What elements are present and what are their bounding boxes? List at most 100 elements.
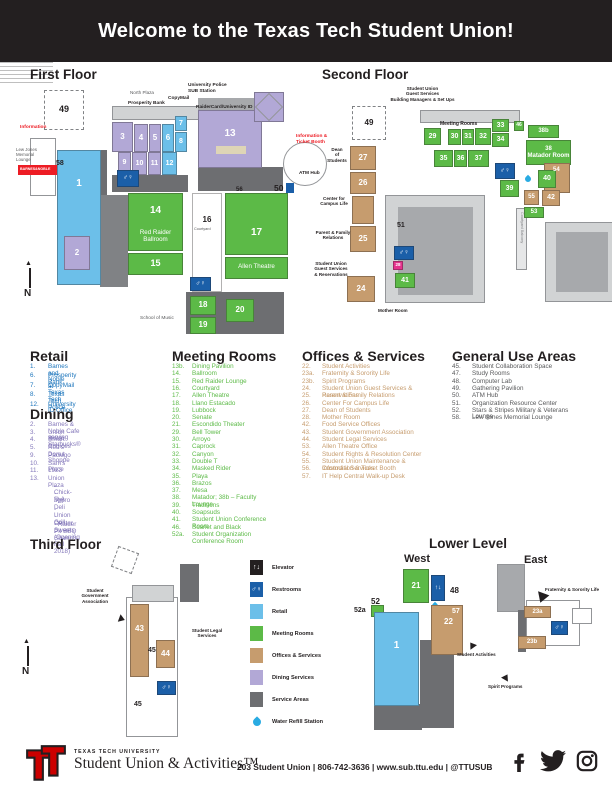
label-barnes-noble: BARNES&NOBLE [20,167,51,171]
list-item-number: 36. [172,479,181,487]
list-item: 32.Canyon [172,451,214,459]
list-item-number: 9. [30,451,36,459]
label-54: 54 [553,167,560,173]
list-item-number: 55. [302,457,311,465]
room-39-traditions: 39 [500,180,519,197]
list-item-number: 39. [172,501,181,509]
label-courtyard: Courtyard [194,227,211,231]
room-13-union-plaza: 13 [198,110,262,168]
list-item-number: 53. [302,443,311,451]
list-item-number: 31. [172,443,181,451]
legend-item-elevator: ↑↓Elevator [250,560,294,575]
room-41-conference: 41 [395,273,415,288]
list-item-name: Student Government Association [322,428,414,436]
label-information: Information [20,125,47,130]
list-item-name: Ballroom [192,370,217,378]
room-union-plaza-annex [254,92,284,122]
water-drop-icon [250,714,263,729]
north-arrow-line [29,268,31,288]
room-15-red-raider-lounge: 15 [128,253,183,275]
label-school-of-music: School of Music [140,316,174,321]
list-item-name: Prosperity Bank [48,372,77,386]
room-34-masked-rider: 34 [492,133,509,147]
list-item-number [30,499,54,506]
list-item-number: 49. [452,384,461,392]
list-item: 41.Student Union Conference Room [172,516,276,530]
list-item-number: 23a. [302,370,315,378]
legend-label: Elevator [272,564,295,571]
list-item: 46.Scarlet and Black [172,523,241,532]
shape [374,704,422,730]
list-item-number: 3. [30,428,36,436]
elevator-restrooms-lower-west: ↑↓ [431,575,445,601]
room-44-student-legal: 44 [156,640,175,668]
label-raidercard: RaiderCard/University ID [196,105,253,110]
list-item-number: 37. [172,487,181,495]
room-32-canyon: 32 [475,128,491,145]
list-item: 10.Sam's Place [30,459,74,474]
list-item-name: Union Plaza [48,474,65,489]
list-item-number: 51. [452,399,461,407]
floor-heading-lower: Lower Level [428,536,508,551]
room-17-allen-theatre: 17 [225,193,288,255]
room-7-copymail: 7 [175,116,187,131]
list-item-name: Student Union Maintenance & Custodial Se… [322,457,406,472]
list-item-name: Student Collaboration Space [472,363,553,370]
page-header: Welcome to the Texas Tech Student Union! [0,0,612,62]
list-item-name: Center For Campus Life [322,399,390,407]
list-item-number: 30. [172,436,181,443]
list-item-name: Brazos [192,479,212,487]
room-38-matador: 38 Matador Room [526,140,571,165]
barnes-noble-sign [18,165,58,175]
list-item-number: 4. [30,436,36,444]
list-item: 6. Prosperity Bank [30,373,76,386]
list-item-number: 6. [30,372,36,380]
list-item-number: 42. [302,421,311,429]
room-4: 4 [134,124,148,152]
list-item-name: Dean of Students [322,406,371,414]
list-item-number: 46. [172,523,181,531]
list-item: 12.University ID Office [30,401,76,415]
label-52: 52 [371,597,380,606]
list-item: 50.ATM Hub [452,393,498,400]
list-item-name: Red's Donut Shoppe [48,444,70,465]
room-38b-faculty-lounge: 38b [528,125,559,138]
room-11: 11 [148,152,161,175]
restroom-icon: ♂♀ [250,582,263,597]
room-49-pavilion-upper: 49 [352,106,386,140]
list-item-name: Student Union Guest Services & Reservati… [322,384,413,399]
legend-item-dining: Dining Services [250,670,314,685]
label-parent-family: Parent & Family Relations [315,230,351,241]
list-item-name: Traditions [192,501,220,509]
list-item-number: 19. [172,406,181,414]
list-item-number: 13. [30,474,39,482]
list-item-name: Barnes and Noble at Texas Tech [48,363,68,404]
room-30-arroyo: 30 [448,129,461,145]
north-arrow-line-third [27,646,29,666]
list-item-name: Barnes & Noble Cafe serving Starbucks® [48,421,81,448]
list-item: 11.1923 [30,468,62,475]
list-item: 57.IT Help Central Walk-up Desk [302,472,405,481]
list-item-name: Food Service Offices [322,421,381,429]
list-item-number: 58. [452,414,461,422]
label-guest-reservations: Student Union Guest Services & Reservati… [314,261,348,277]
label-mother-room: Mother Room [378,308,408,313]
room-27-dean: 27 [350,146,376,170]
list-item-number: 8. [30,391,36,399]
page-title: Welcome to the Texas Tech Student Union! [98,19,514,42]
room-43-sga: 43 [130,604,149,677]
list-item-number: 48. [452,377,461,385]
list-item: - Raider Pit BBQ (Opening Fall 2018) [30,521,80,555]
list-item-name: Information & Ticket Booth [322,465,396,473]
label-allen-theatre: Allen Theatre [238,263,275,270]
list-item-name: Sam's Place [48,459,66,474]
shape [556,232,608,292]
list-item-name: IT Help Central Walk-up Desk [322,472,405,480]
legend-swatch-offices [250,648,263,663]
list-item-number: 23b. [302,377,315,385]
